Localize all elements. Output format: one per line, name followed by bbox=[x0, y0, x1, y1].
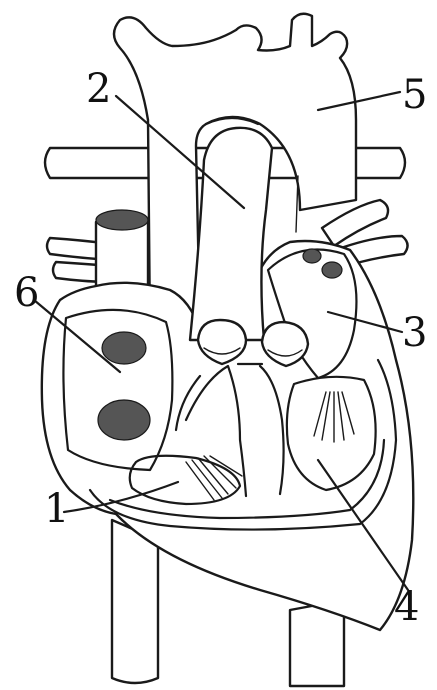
label-6: 6 bbox=[14, 270, 39, 316]
label-2: 2 bbox=[86, 66, 111, 112]
label-3: 3 bbox=[402, 310, 427, 356]
label-5: 5 bbox=[402, 72, 427, 118]
label-1: 1 bbox=[44, 486, 69, 532]
inferior-vena-cava bbox=[112, 520, 158, 683]
label-4: 4 bbox=[394, 584, 419, 630]
